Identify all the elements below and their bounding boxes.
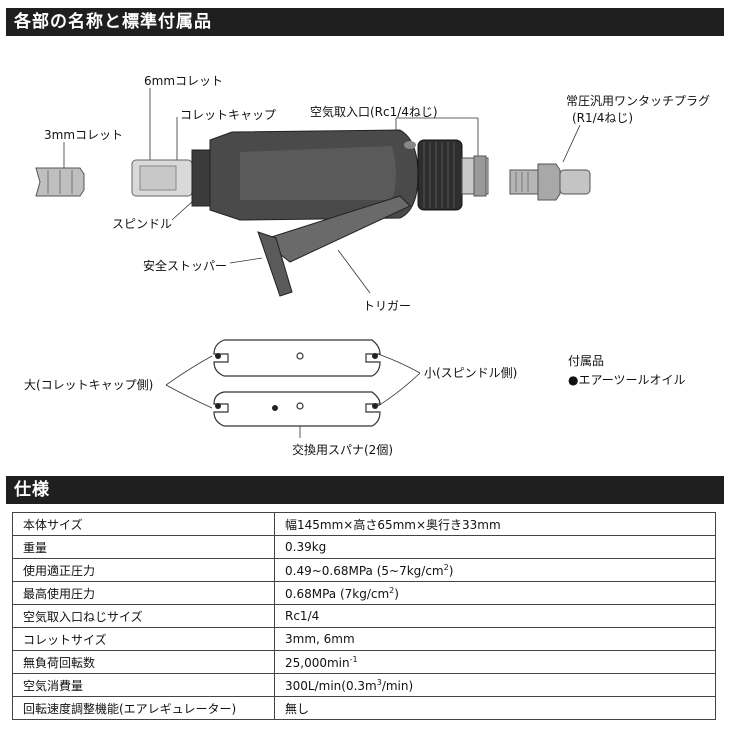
accessory-item: ●エアーツールオイル [568, 373, 686, 387]
spec-key: 無負荷回転数 [12, 650, 275, 674]
label-trigger: トリガー [363, 299, 412, 313]
spec-key: コレットサイズ [12, 627, 275, 651]
collet-3mm-shape [35, 167, 85, 197]
label-safety-stopper: 安全ストッパー [143, 259, 228, 273]
spec-value: 3mm, 6mm [274, 627, 716, 651]
label-spindle: スピンドル [112, 217, 173, 231]
label-wrench: 交換用スパナ(2個) [292, 443, 393, 457]
wrench-upper-shape [213, 339, 381, 377]
leader-stopper [229, 257, 263, 264]
spec-value: 0.68MPa (7kg/cm2) [274, 581, 716, 605]
plug-shape [509, 163, 591, 201]
section-header-specs: 仕様 [6, 476, 724, 504]
collet-cap-shape [131, 149, 211, 207]
trigger-shape [257, 195, 411, 297]
tool-diagram [35, 88, 591, 438]
tool-body-shape [209, 129, 419, 221]
label-collet-cap: コレットキャップ [180, 108, 277, 122]
section-header-parts: 各部の名称と標準付属品 [6, 8, 724, 36]
spec-key: 重量 [12, 535, 275, 559]
label-collet-3mm: 3mmコレット [44, 128, 124, 142]
spec-key: 空気取入口ねじサイズ [12, 604, 275, 628]
wrench-lower-shape [213, 391, 381, 427]
spec-value: 0.49~0.68MPa (5~7kg/cm2) [274, 558, 716, 582]
leader-large-1 [165, 355, 213, 386]
leader-trigger [337, 249, 371, 294]
spec-key: 最高使用圧力 [12, 581, 275, 605]
label-plug-thread: (R1/4ねじ) [572, 111, 634, 125]
spec-value: 無し [274, 696, 716, 720]
leader-plug [562, 124, 581, 163]
spec-key: 空気消費量 [12, 673, 275, 697]
label-collet-6mm: 6mmコレット [144, 74, 224, 88]
leader-small-1 [377, 353, 421, 374]
spec-value: 0.39kg [274, 535, 716, 559]
leader-large-2 [165, 384, 213, 409]
spec-key: 回転速度調整機能(エアレギュレーター) [12, 696, 275, 720]
label-air-inlet: 空気取入口(Rc1/4ねじ) [310, 105, 438, 119]
spec-value: 幅145mm×高さ65mm×奥行き33mm [274, 512, 716, 536]
label-wrench-small: 小(スピンドル側) [424, 366, 518, 380]
spec-value: 300L/min(0.3m3/min) [274, 673, 716, 697]
table-row: 回転速度調整機能(エアレギュレーター)無し [12, 696, 716, 720]
label-plug: 常圧汎用ワンタッチプラグ [566, 94, 711, 108]
spec-key: 使用適正圧力 [12, 558, 275, 582]
table-row: 本体サイズ幅145mm×高さ65mm×奥行き33mm [12, 512, 716, 536]
spec-value: Rc1/4 [274, 604, 716, 628]
label-wrench-large: 大(コレットキャップ側) [24, 378, 154, 392]
accessories-title: 付属品 [568, 354, 605, 368]
leader-small-2 [377, 372, 421, 407]
spec-key: 本体サイズ [12, 512, 275, 536]
air-inlet-shape [417, 139, 489, 211]
spec-value: 25,000min-1 [274, 650, 716, 674]
